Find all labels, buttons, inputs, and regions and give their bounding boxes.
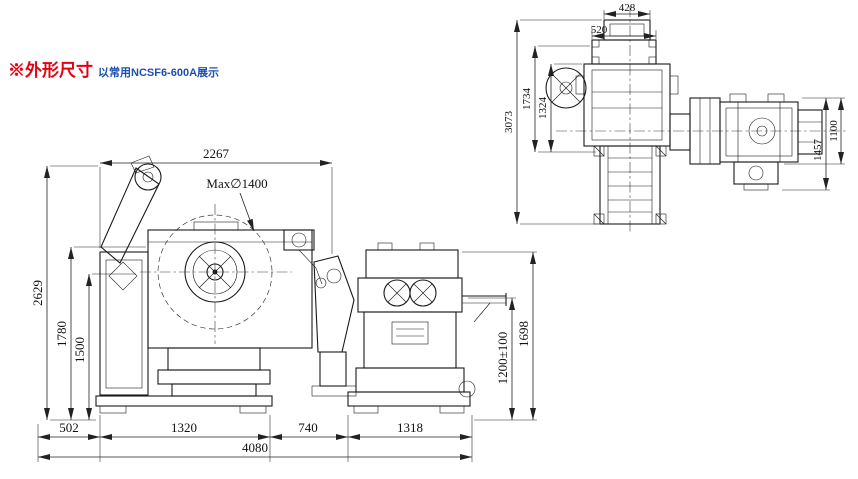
front-view-dimensions: 2267 Max∅1400 2629 1780 1500 1200±100 xyxy=(30,146,537,462)
dim-top-width: 2267 xyxy=(203,146,230,161)
uncoiler-column xyxy=(99,251,149,396)
dim-seg-740: 740 xyxy=(298,420,318,435)
dim-1734: 1734 xyxy=(521,88,533,111)
dim-1698: 1698 xyxy=(516,321,531,347)
front-view: 2267 Max∅1400 2629 1780 1500 1200±100 xyxy=(30,146,537,462)
uncoiler-body xyxy=(147,221,313,349)
dim-428: 428 xyxy=(619,2,636,14)
support-lever xyxy=(311,255,357,397)
dim-seg-1320: 1320 xyxy=(171,420,197,435)
dim-seg-1318: 1318 xyxy=(397,420,423,435)
press-arm xyxy=(283,229,327,289)
dim-1780: 1780 xyxy=(54,321,69,347)
drawing-title: ※外形尺寸 以常用NCSF6-600A展示 xyxy=(8,56,219,81)
feed-table xyxy=(462,293,507,323)
title-text: ※外形尺寸 xyxy=(8,61,93,80)
handwheel xyxy=(458,380,476,398)
dim-1457: 1457 xyxy=(812,139,824,162)
dim-1324: 1324 xyxy=(537,97,549,120)
feeder-unit xyxy=(347,242,507,414)
dim-total-length: 4080 xyxy=(242,440,268,455)
front-view-machine xyxy=(95,155,507,414)
dim-520: 520 xyxy=(591,24,608,36)
dim-3073: 3073 xyxy=(503,111,515,134)
uncoiler-base xyxy=(95,347,273,414)
top-view-motor-circle xyxy=(545,67,587,109)
dim-1100: 1100 xyxy=(828,120,840,142)
feed-roller-right xyxy=(409,279,437,307)
dim-total-height: 2629 xyxy=(30,280,45,306)
dim-max-coil: Max∅1400 xyxy=(206,176,267,191)
dim-seg-502: 502 xyxy=(59,420,79,435)
subtitle-text: 以常用NCSF6-600A展示 xyxy=(98,67,220,79)
max-coil-leader xyxy=(239,192,255,232)
dim-passline: 1200±100 xyxy=(495,332,510,385)
feed-roller-left xyxy=(383,279,411,307)
coil-mandrel xyxy=(140,204,292,344)
top-view-gear-motor xyxy=(733,161,779,185)
top-view-rails xyxy=(593,145,667,225)
top-view-dimensions: 428 520 3073 1734 1324 1100 xyxy=(503,2,845,225)
top-view-feeder xyxy=(669,93,823,191)
top-view-machine xyxy=(545,6,848,232)
top-view: 428 520 3073 1734 1324 1100 xyxy=(503,2,848,232)
dim-1500: 1500 xyxy=(72,337,87,363)
